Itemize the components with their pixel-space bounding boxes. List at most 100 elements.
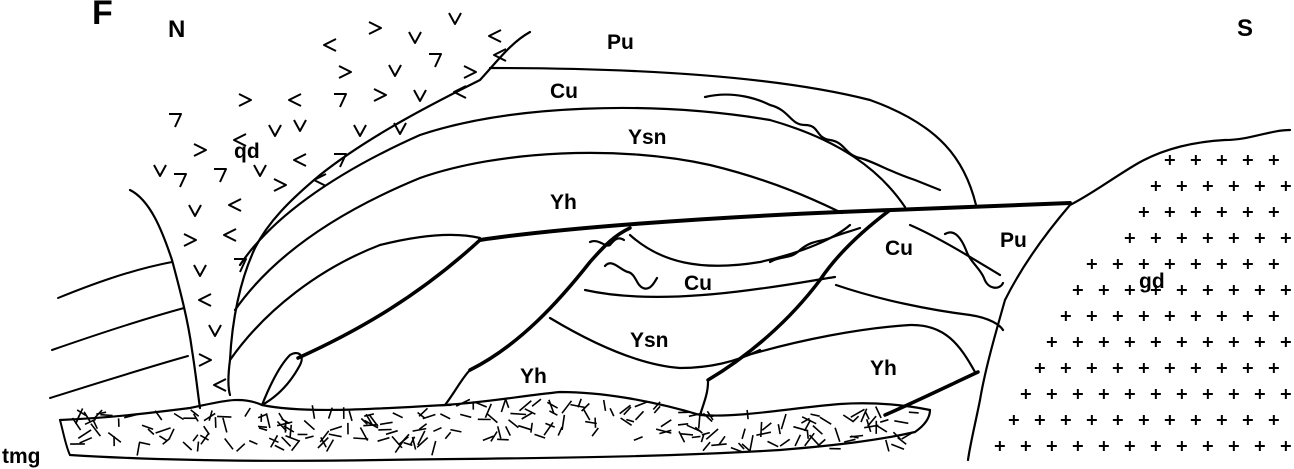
tmg-dash-mark <box>353 438 368 439</box>
gd-plus-mark <box>1047 441 1057 451</box>
gd-plus-mark <box>1229 285 1239 295</box>
tmg-dash-mark <box>329 434 342 437</box>
gd-plus-mark <box>1255 337 1265 347</box>
gd-plus-mark <box>1177 389 1187 399</box>
imbricate-fault-3 <box>708 210 890 380</box>
gd-plus-mark <box>1255 441 1265 451</box>
gd-plus-mark <box>1113 311 1123 321</box>
tmg-dash-mark <box>258 426 267 427</box>
tmg-dash-mark <box>636 411 644 420</box>
gd-plus-mark <box>1021 441 1031 451</box>
right-block-layer <box>910 225 1000 275</box>
unit-label-pu-right: Pu <box>1000 229 1027 252</box>
gd-plus-mark <box>1177 441 1187 451</box>
gd-plus-mark <box>1073 337 1083 347</box>
unit-label-cu-upper: Cu <box>550 80 578 103</box>
gd-plus-mark <box>1269 363 1279 373</box>
qd-tick-mark <box>214 169 226 182</box>
gd-plus-mark <box>1255 285 1265 295</box>
qd-tick-mark <box>429 54 441 67</box>
lower-cu-top <box>630 225 850 266</box>
tmg-dash-mark <box>183 442 192 450</box>
tmg-dash-mark <box>286 436 299 441</box>
qd-tick-mark <box>199 294 211 306</box>
gd-plus-mark <box>1139 363 1149 373</box>
qd-tick-mark <box>389 65 401 76</box>
gd-plus-mark <box>1281 389 1291 399</box>
tmg-dash-mark <box>635 402 648 407</box>
south-label: S <box>1237 15 1253 42</box>
tmg-dash-mark <box>78 430 91 438</box>
gd-plus-mark <box>1061 415 1071 425</box>
qd-tick-mark <box>449 13 461 24</box>
gd-plus-mark <box>1191 311 1201 321</box>
gd-plus-mark <box>1009 415 1019 425</box>
qd-tick-mark <box>374 89 386 101</box>
tmg-dash-mark <box>330 426 342 430</box>
gd-plus-mark <box>1087 259 1097 269</box>
unit-label-ysn-lower: Ysn <box>630 329 669 352</box>
tmg-dash-mark <box>364 414 374 416</box>
gd-plus-mark <box>1165 155 1175 165</box>
tmg-dash-mark <box>275 445 284 450</box>
tmg-dash-mark <box>327 440 334 452</box>
unit-label-yh-left: Yh <box>520 365 547 388</box>
tmg-dash-mark <box>245 408 250 417</box>
tmg-dash-mark <box>604 400 606 411</box>
gd-plus-mark <box>1165 363 1175 373</box>
gd-plus-mark <box>1229 337 1239 347</box>
unit-label-qd: qd <box>234 140 260 163</box>
gd-plus-mark <box>1113 363 1123 373</box>
gd-plus-mark <box>1125 285 1135 295</box>
left-stratum-line <box>52 308 184 350</box>
gd-plus-mark <box>1125 389 1135 399</box>
tmg-dash-mark <box>380 422 393 424</box>
gd-plus-mark <box>1281 285 1291 295</box>
tmg-dash-mark <box>531 423 532 433</box>
tmg-dash-mark <box>487 413 498 422</box>
tmg-dash-mark <box>584 409 590 420</box>
gd-plus-mark <box>1243 207 1253 217</box>
fold-squiggle <box>605 263 657 288</box>
tmg-dash-mark <box>378 438 390 442</box>
gd-intrusion-pattern <box>995 155 1291 451</box>
tmg-dash-mark <box>894 421 908 424</box>
right-block-layer <box>748 325 975 372</box>
imbricate-fault-2 <box>470 228 630 370</box>
gd-plus-mark <box>1099 337 1109 347</box>
tmg-dash-mark <box>756 432 771 435</box>
gd-plus-mark <box>1229 181 1239 191</box>
gd-plus-mark <box>1151 233 1161 243</box>
tmg-dash-mark <box>282 437 291 446</box>
tmg-dash-mark <box>312 405 314 419</box>
qd-tick-mark <box>229 199 241 211</box>
tmg-dash-mark <box>304 421 314 430</box>
qd-tick-mark <box>269 125 281 136</box>
tmg-dash-mark <box>535 434 546 438</box>
upper-yh-base <box>230 235 480 360</box>
qd-tick-mark <box>464 66 476 78</box>
tmg-dash-mark <box>768 441 779 446</box>
qd-tick-mark <box>214 379 226 391</box>
tmg-dash-mark <box>393 413 403 418</box>
qd-tick-mark <box>209 325 221 336</box>
tmg-dash-mark <box>460 414 471 417</box>
gd-plus-mark <box>1177 181 1187 191</box>
tmg-dash-mark <box>626 420 634 422</box>
gd-plus-mark <box>1255 233 1265 243</box>
tmg-dash-mark <box>706 429 718 439</box>
gd-plus-mark <box>1087 415 1097 425</box>
gd-plus-mark <box>1243 259 1253 269</box>
gd-plus-mark <box>1255 389 1265 399</box>
gd-plus-mark <box>995 441 1005 451</box>
tmg-dash-mark <box>750 435 753 450</box>
tmg-dash-mark <box>880 420 888 423</box>
gd-plus-mark <box>1099 389 1109 399</box>
gd-plus-mark <box>1243 415 1253 425</box>
tmg-dash-mark <box>558 427 562 436</box>
tmg-dash-mark <box>835 428 840 442</box>
gd-plus-mark <box>1125 337 1135 347</box>
unit-label-pu-upper: Pu <box>607 31 634 54</box>
